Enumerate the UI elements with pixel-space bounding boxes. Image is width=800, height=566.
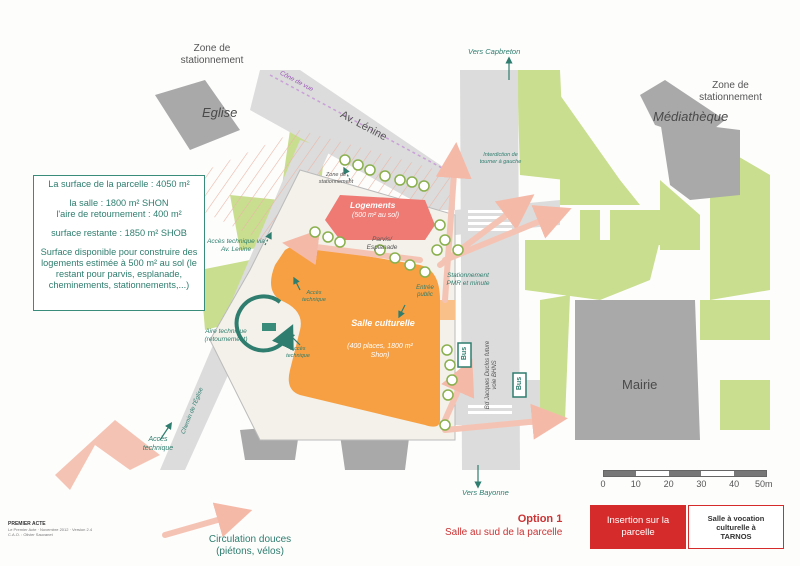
label-parvis: Parvis/ Esplanade — [366, 236, 398, 251]
label-bd-jacques: Bd Jacques Duclos future voie BHNS — [485, 340, 498, 410]
label-aire-technique: Aire technique (retournement) — [204, 328, 248, 343]
option-title: Option 1 — [517, 513, 563, 525]
scale-tick: 0 — [600, 479, 606, 489]
scale-tick: 10 — [630, 479, 641, 489]
credits-logo: PREMIER ACTE — [8, 521, 46, 527]
title-red-box: Insertion sur la parcelle — [590, 505, 686, 549]
credits-line2: C.A.O. : Olivier Sauvanet — [8, 532, 53, 537]
pedestrian-chevron — [55, 420, 160, 490]
cone-de-vue-line — [269, 74, 456, 176]
option-subtitle: Salle au sud de la parcelle — [445, 527, 563, 538]
label-logements-sub: (500 m² au sol) — [352, 212, 400, 219]
truck-icon — [262, 323, 276, 331]
label-mediatheque: Médiathèque — [653, 109, 729, 124]
title-white-text: Salle à vocation culturelle à TARNOS — [707, 513, 765, 541]
label-logements-title: Logements — [350, 200, 396, 210]
scale-bar: 0 10 20 30 40 50m — [600, 470, 772, 489]
label-vers-bayonne: Vers Bayonne — [462, 488, 509, 497]
info-line-surface: La surface de la parcelle : 4050 m² — [48, 179, 190, 189]
logements-building — [325, 195, 435, 240]
label-interdiction: Interdiction de tourner à gauche — [479, 152, 522, 165]
label-vers-capbreton: Vers Capbreton — [468, 47, 521, 56]
label-salle-sub: (400 places, 1800 m² Shon) — [347, 343, 413, 359]
label-acces-technique-1: Accès technique — [302, 290, 326, 303]
label-acces-technique-3: Accès technique — [142, 436, 174, 452]
label-entree-public: Entrée public — [416, 285, 434, 298]
option-block: Option 1 Salle au sud de la parcelle — [445, 513, 562, 539]
info-line-disponible: Surface disponible pour construire des l… — [40, 247, 198, 290]
title-white-box: Salle à vocation culturelle à TARNOS — [688, 505, 784, 549]
turning-circle — [234, 294, 294, 353]
scale-tick: 50m — [754, 479, 773, 489]
info-box: La surface de la parcelle : 4050 m² la s… — [33, 175, 205, 311]
scale-tick: 30 — [696, 479, 707, 489]
info-line-restante: surface restante : 1850 m² SHOB — [51, 228, 187, 238]
credits: PREMIER ACTE Le Premier Acte · Novembre … — [8, 521, 93, 538]
label-mairie: Mairie — [622, 377, 658, 392]
title-red-text: Insertion sur la parcelle — [606, 515, 670, 538]
esplanade — [440, 300, 455, 320]
trees — [309, 154, 464, 431]
scale-tick: 40 — [729, 479, 740, 489]
label-bus-1: Bus — [461, 346, 469, 361]
credits-line1: Le Premier Acte · Novembre 2012 · Versio… — [8, 527, 93, 532]
label-zone-stationnement-right: Zone de stationnement — [699, 80, 762, 103]
teal-arrows — [159, 56, 513, 489]
label-zone-stationnement-left: Zone de stationnement — [180, 43, 244, 66]
label-stationnement-pmr: Stationnement PMR et minute — [446, 272, 490, 287]
label-salle-title: Salle culturelle — [351, 318, 415, 328]
label-acces-technique-lenine: Accès technique via Av. Lenine — [207, 238, 265, 253]
info-line-aire: l'aire de retournement : 400 m² — [56, 209, 182, 219]
circulation-arrows — [162, 142, 572, 538]
legend-circulation: Circulation douces (piétons, vélos) — [208, 534, 292, 557]
salle-culturelle-building — [271, 245, 440, 427]
label-bus-2: Bus — [516, 376, 524, 391]
label-acces-technique-2: Accès technique — [286, 346, 310, 359]
label-zone-stationnement-small: Zone de stationnement — [318, 172, 354, 185]
label-eglise: Eglise — [202, 105, 238, 120]
info-line-salle: la salle : 1800 m² SHON — [69, 198, 169, 208]
scale-tick: 20 — [663, 479, 674, 489]
bus-stops — [457, 342, 527, 398]
